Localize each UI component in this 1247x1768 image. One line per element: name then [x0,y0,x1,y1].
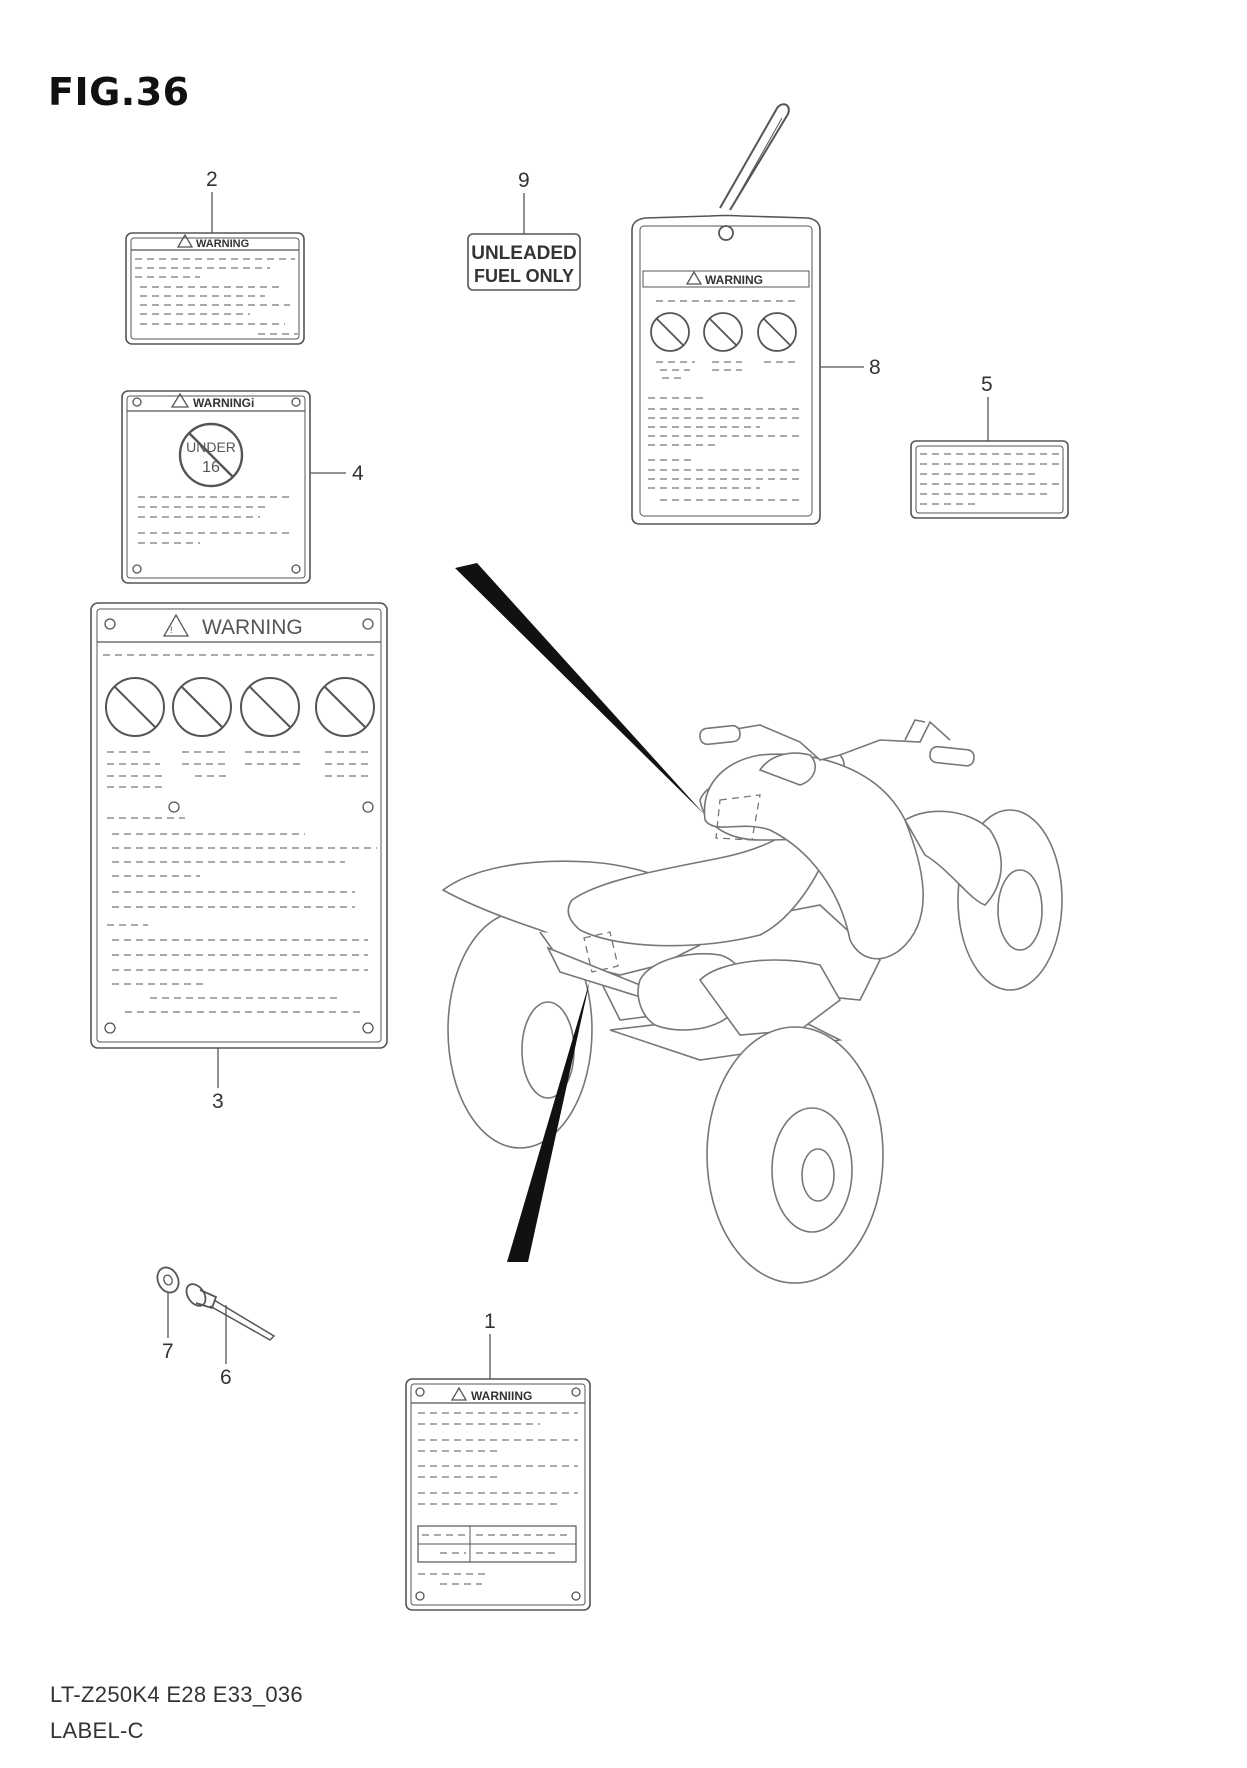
no-passenger-icon [105,677,165,737]
no-under-16-icon [178,422,244,488]
callout-9: 9 [518,169,530,192]
tag-wire-loop [719,103,790,211]
callout-5: 5 [981,373,993,396]
front-fender-right [903,810,1002,906]
label-8-warning: WARNING [705,273,763,287]
headlight-cowl [758,752,816,786]
callout-7: 7 [162,1340,174,1363]
no-stunt-icon [240,677,300,737]
front-left-hub [801,1148,835,1202]
handlebar [699,720,951,761]
warning-triangle-icon [162,613,190,637]
washer-part-7 [156,1266,180,1294]
left-grip [699,724,741,746]
fuel-label-line2: FUEL ONLY [474,266,574,286]
section-name: LABEL-C [50,1718,144,1743]
label-1-warning: WARNIING [471,1389,532,1403]
warning-triangle-icon [176,233,194,248]
callout-4: 4 [352,462,364,485]
warning-triangle-icon [450,1386,468,1401]
figure-title: FIG.36 [48,70,190,114]
label-position-tank [715,794,761,841]
model-code: LT-Z250K4 E28 E33_036 [50,1682,303,1707]
atv-illustration [441,719,1063,1284]
no-drinking-icon [172,677,232,737]
front-right-hub [997,869,1043,951]
label-2-warning: WARNING [196,238,249,250]
callout-8: 8 [869,356,881,379]
label-1: WARNIING [405,1378,591,1611]
no-riding-on-road-icon [315,677,375,737]
callout-3: 3 [212,1090,224,1113]
label-2: WARNING [125,232,305,345]
label-3: ! WARNING [90,602,388,1049]
label-8: WARNING [631,103,821,525]
front-fender-left [703,753,924,960]
callout-6: 6 [220,1366,232,1389]
callout-1: 1 [484,1310,496,1333]
fuel-label-line1: UNLEADED [471,243,577,264]
right-grip [929,745,975,767]
engine [698,959,842,1036]
rivet-part-6 [185,1283,276,1341]
tag-hole [718,225,734,241]
label-5 [910,440,1069,519]
label-position-rear [583,931,619,973]
callout-2: 2 [206,168,218,191]
warning-triangle-icon [685,270,703,285]
label-4: WARNINGi UNDER 16 [121,390,311,584]
svg-text:!: ! [170,625,173,635]
under-16-bottom: 16 [202,459,220,476]
no-passenger-icon [650,312,690,352]
pointer-wedge-upper [455,563,705,815]
label-3-warning: WARNING [202,616,303,639]
under-16-top: UNDER [186,439,236,455]
warning-triangle-icon [170,392,190,408]
no-drinking-icon [703,312,743,352]
no-stunt-icon [757,312,797,352]
throttle-lever [904,719,926,741]
label-4-warning: WARNINGi [193,396,254,410]
label-9: UNLEADED FUEL ONLY [467,233,581,291]
pointer-wedge-lower [507,980,590,1262]
